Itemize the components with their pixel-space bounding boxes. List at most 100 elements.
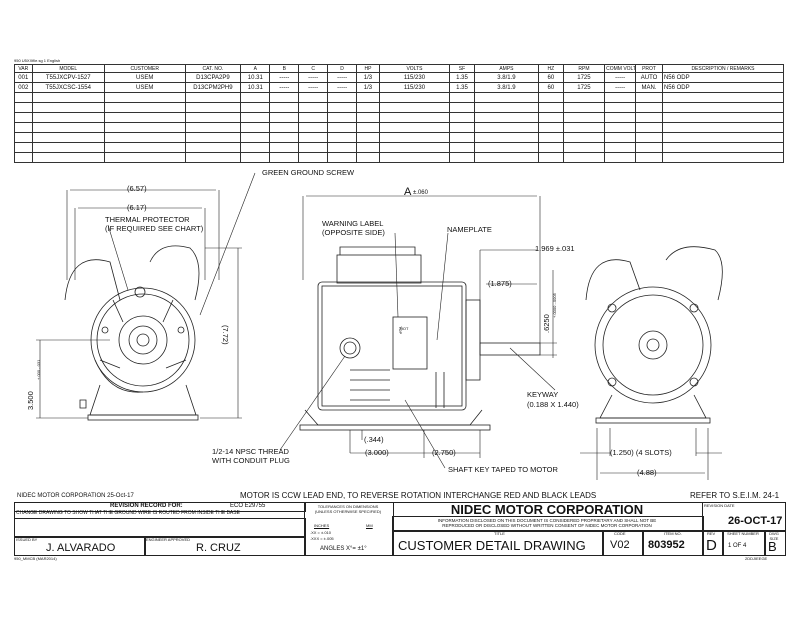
engineer-box [144,536,306,556]
code-box [602,530,644,556]
dwg-size-box [764,530,786,556]
label-keyway: KEYWAY [527,390,559,399]
label-opposite-side: (OPPOSITE SIDE) [322,228,385,237]
title-label: TITLE [494,531,505,536]
rev-label: REV [707,531,716,536]
revision-blank-box [14,518,306,538]
tolerances-subtitle: (UNLESS OTHERWISE SPECIFIED) [314,509,382,514]
revision-date: 26-OCT-17 [728,515,783,527]
header-note: 950 U5XXfile.sg 1 English [14,58,61,63]
label-thermal-protector: THERMAL PROTECTOR [105,215,190,224]
tolerance-xxx: .XXX = ±.005 [310,536,334,541]
sheet-box [722,530,766,556]
note-seim-reference: REFER TO S.E.I.M. 24-1 [690,491,780,500]
tolerances-inches: INCHES [314,523,330,528]
sheet-label: SHEET NUMBER [727,531,759,536]
item-number: 803952 [648,539,685,551]
table-row: 001 T55JXCPV-1527 USEM D13CPA2P9 10.31 -… [14,72,785,83]
tolerances-title: TOLERANCES ON DIMENSIONS [317,504,379,509]
eco-number: ECO E29755 [230,503,266,509]
side-view [299,246,541,431]
opposite-dimensions [580,428,722,480]
dim-1-969: 1.969 ±.031 [535,244,575,253]
empty-table-row [14,102,785,113]
code-value: V02 [610,539,630,551]
nameplate-hot-mark: HOT [400,326,409,331]
drawing-title: CUSTOMER DETAIL DRAWING [398,538,586,553]
tolerances-mm: MM [366,523,373,528]
sheet-number: 1 OF 4 [728,543,747,549]
dwg-size-label: DWG SIZE [769,531,779,541]
proprietary-line-1: INFORMATION DISCLOSED ON THIS DOCUMENT I… [437,518,657,523]
dim-0-344: (.344) [364,435,384,444]
label-shaft-key: SHAFT KEY TAPED TO MOTOR [448,465,558,474]
dim-3-500: 3.500 [26,391,35,410]
engineer-label: ENGINEER APPROVED [146,537,191,542]
dwg-size: B [768,539,777,554]
left-dimensions [36,172,256,419]
label-green-ground-screw: GREEN GROUND SCREW [262,168,355,177]
dim-4-88: (4.88) [637,468,657,477]
dim-6-17: (6.17) [127,203,147,212]
proprietary-box [392,516,704,532]
title-box [392,530,604,556]
dim-a-tolerance: ±.060 [413,190,428,196]
label-conduit-plug: WITH CONDUIT PLUG [212,456,290,465]
footer-form-id: 950_MMCB (MAR2014) [14,556,57,561]
change-description: CHANGE DRAWING TO SHOW THAT THE GROUND W… [16,510,240,516]
footer-code: 2DDJIEEGE [745,556,768,561]
proprietary-line-2: REPRODUCED OR DISCLOSED WITHOUT WRITTEN … [442,523,652,528]
dim-3-000: (3.000) [365,448,389,457]
revision-date-box [702,502,786,532]
revision-date-label: REVISION DATE [704,503,735,508]
empty-table-cell [31,152,105,163]
opposite-end-view [585,246,723,424]
note-company-date: NIDEC MOTOR CORPORATION 25-Oct-17 [17,493,134,499]
label-nameplate: NAMEPLATE [447,225,492,234]
dim-1-875: (1.875) [488,279,512,288]
dim-6250-tolerance: +.0000 -.0005 [552,293,557,318]
label-warning-label: WARNING LABEL [322,219,384,228]
company-name: NIDEC MOTOR CORPORATION [450,502,644,517]
issued-by-label: ISSUED BY [16,537,38,542]
engineer-name: R. CRUZ [196,542,241,554]
empty-table-row [14,152,785,163]
rev-box [702,530,724,556]
empty-table-cell [562,152,606,163]
lead-end-view [64,245,200,421]
rev-value: D [706,537,717,554]
empty-table-cell [240,152,271,163]
table-row: 002 T55JXCSC-1554 USEM D13CPM2PH9 10.31 … [14,82,785,93]
dim-6-57: (6.57) [127,184,147,193]
empty-table-cell [269,152,300,163]
note-rotation: MOTOR IS CCW LEAD END, TO REVERSE ROTATI… [240,491,597,500]
revision-record-label: REVISION RECORD FOR: [110,503,183,509]
dim-6250: .6250 [542,314,551,333]
tolerance-angles: ANGLES X°= ±1° [320,546,367,552]
side-dimensions [279,195,557,469]
empty-table-cell [378,152,451,163]
item-label: ITEM NO. [664,531,682,536]
issued-by-box [14,536,146,556]
dim-a: A [404,186,412,198]
tolerances-box [304,502,394,556]
revision-record-box [14,502,306,512]
item-box [642,530,704,556]
dim-1-250-slots: (1.250) (4 SLOTS) [610,448,672,457]
code-label: CODE [614,531,626,536]
empty-table-cell [327,152,358,163]
empty-table-row [14,132,785,143]
dim-3-500-tolerance: +.000 -.031 [36,359,41,380]
dim-7-72: (7.72) [221,325,230,345]
dim-2-750: (2.750) [432,448,456,457]
empty-table-cell [604,152,637,163]
empty-table-cell [473,152,539,163]
issued-by-name: J. ALVARADO [46,542,116,554]
empty-table-cell [298,152,329,163]
label-npsc-thread: 1/2-14 NPSC THREAD [212,447,289,456]
label-keyway-size: (0.188 X 1.440) [527,400,579,409]
label-thermal-protector-note: (IF REQUIRED SEE CHART) [105,224,204,233]
tolerance-xx: .XX = ±.010 [310,530,331,535]
empty-table-cell [661,152,785,163]
